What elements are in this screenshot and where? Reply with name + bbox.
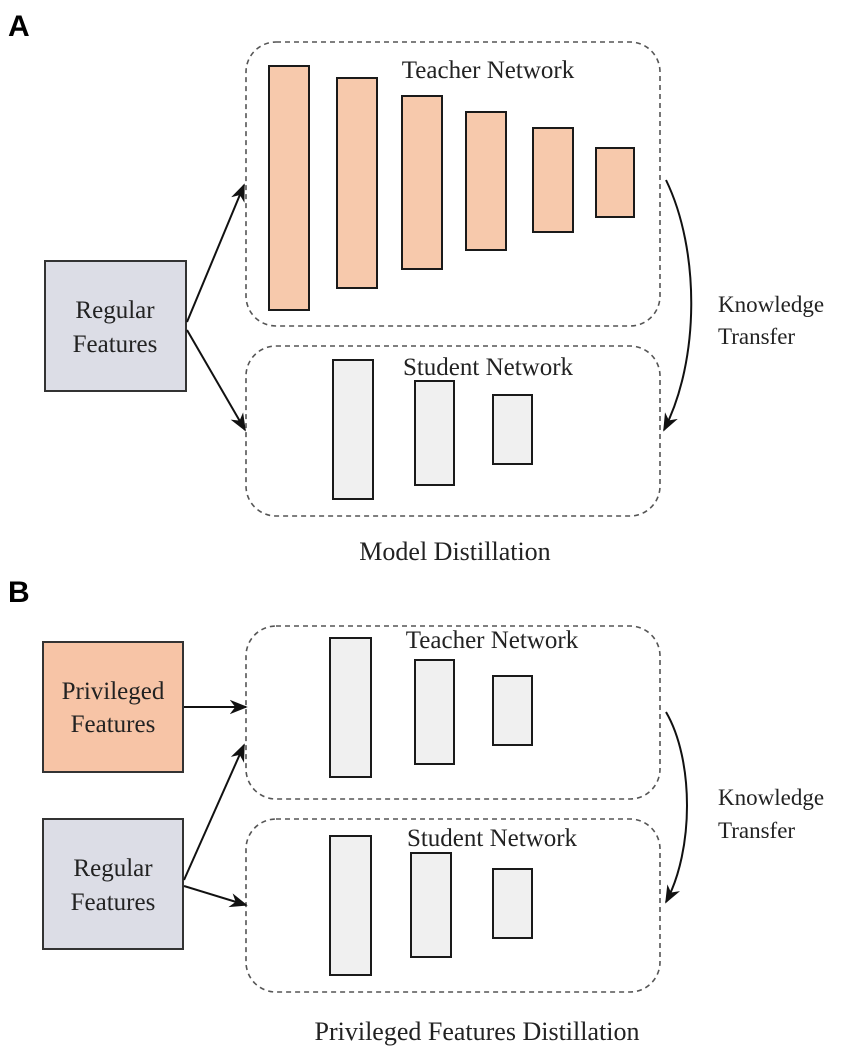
panel-b: B Teacher Network Student Network Privil… (8, 576, 824, 1046)
teacher-layer-2 (414, 659, 455, 765)
regular-features-line2: Features (73, 331, 158, 358)
knowledge-transfer-line2: Transfer (718, 324, 795, 349)
panel-b-teacher-network: Teacher Network (245, 625, 661, 800)
privileged-features-box (42, 641, 184, 773)
teacher-network-box (245, 41, 661, 327)
teacher-layer-3 (492, 675, 533, 746)
student-network-title: Student Network (407, 825, 578, 852)
panel-a-student-network: Student Network (245, 345, 661, 517)
regular-features-box (42, 818, 184, 950)
regular-features-box (44, 260, 187, 392)
teacher-layer-4 (465, 111, 507, 251)
knowledge-transfer-arrow (663, 179, 693, 432)
arrow-regular-to-teacher (183, 743, 245, 881)
student-network-title: Student Network (403, 354, 574, 381)
arrow-regular-to-student (183, 885, 248, 908)
privileged-features-line2: Features (71, 711, 156, 738)
student-layer-1 (332, 359, 374, 500)
teacher-network-title: Teacher Network (406, 627, 579, 654)
panel-b-privileged-features: Privileged Features (42, 641, 184, 773)
panel-b-caption: Privileged Features Distillation (315, 1017, 640, 1046)
teacher-network-title: Teacher Network (402, 57, 575, 84)
knowledge-transfer-arrow (665, 711, 688, 904)
teacher-layer-1 (329, 637, 372, 778)
teacher-layer-3 (401, 95, 443, 270)
knowledge-transfer-line2: Transfer (718, 818, 795, 843)
regular-features-line2: Features (71, 889, 156, 916)
arrow-to-teacher (186, 183, 245, 323)
knowledge-transfer-line1: Knowledge (718, 785, 824, 810)
student-layer-1 (329, 835, 372, 976)
privileged-features-line1: Privileged (62, 678, 165, 705)
panel-b-student-network: Student Network (245, 818, 661, 993)
panel-a: A Teacher Network Student Network Regula… (8, 10, 824, 566)
panel-b-letter: B (8, 576, 30, 609)
panel-b-regular-features: Regular Features (42, 818, 184, 950)
panel-a-caption: Model Distillation (359, 537, 550, 566)
panel-a-letter: A (8, 10, 30, 43)
panel-a-regular-features: Regular Features (44, 260, 187, 392)
student-layer-3 (492, 868, 533, 939)
panel-a-teacher-network: Teacher Network (245, 41, 661, 327)
teacher-layer-2 (336, 77, 378, 289)
student-layer-2 (414, 380, 455, 486)
student-layer-3 (492, 394, 533, 465)
student-layer-2 (410, 852, 452, 958)
regular-features-line1: Regular (75, 297, 155, 324)
arrow-to-student (186, 329, 246, 432)
knowledge-transfer-line1: Knowledge (718, 292, 824, 317)
regular-features-line1: Regular (73, 855, 153, 882)
teacher-layer-1 (268, 65, 310, 311)
teacher-layer-5 (532, 127, 574, 233)
teacher-layer-6 (595, 147, 635, 218)
